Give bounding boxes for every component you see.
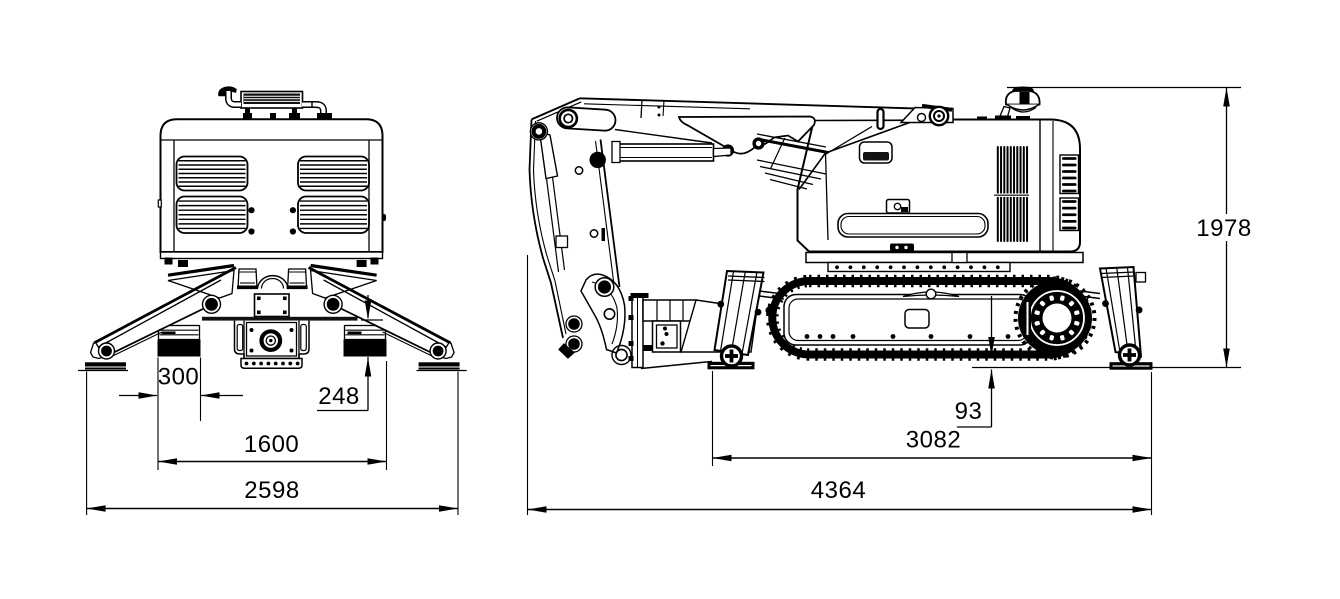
svg-text:1600: 1600 (244, 431, 299, 458)
svg-text:3082: 3082 (906, 427, 961, 454)
svg-text:4364: 4364 (811, 477, 866, 504)
svg-text:2598: 2598 (244, 477, 299, 504)
svg-text:1978: 1978 (1196, 215, 1251, 242)
svg-text:93: 93 (955, 398, 983, 425)
svg-text:248: 248 (318, 383, 360, 410)
svg-text:300: 300 (158, 364, 200, 391)
